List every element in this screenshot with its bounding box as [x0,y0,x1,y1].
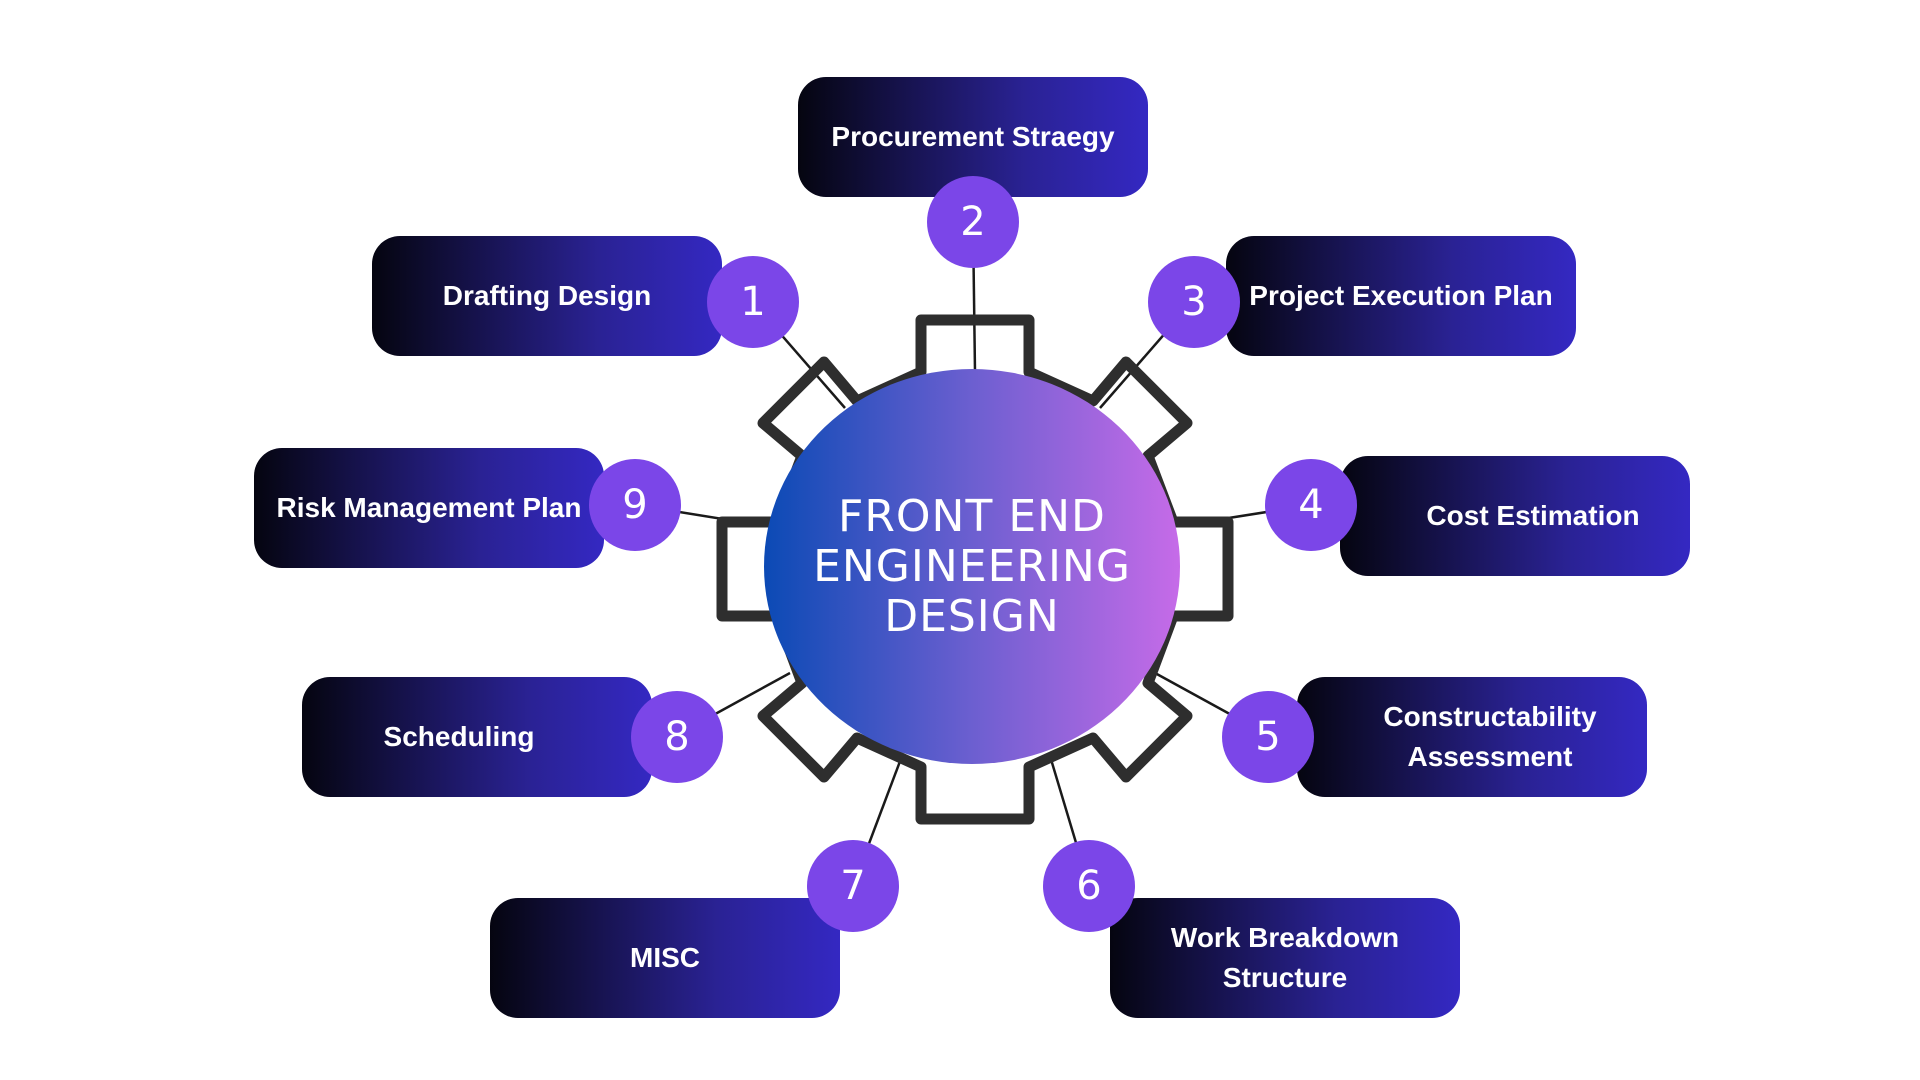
step-pill-5: Constructability Assessment [1297,677,1647,797]
step-number-2: 2 [960,199,986,245]
step-label-2: Procurement Straegy [831,121,1115,152]
step-number-8: 8 [664,714,690,760]
gear-outline [716,314,1234,825]
step-pill-4: Cost Estimation [1340,456,1690,576]
step-label-5: Constructability Assessment [1383,701,1597,772]
step-badge-9: 9 [589,459,681,551]
step-pill-1: Drafting Design [372,236,722,356]
step-label-1: Drafting Design [442,280,652,311]
step-badge-8: 8 [631,691,723,783]
step-badge-1: 1 [707,256,799,348]
step-badge-5: 5 [1222,691,1314,783]
step-number-4: 4 [1298,482,1324,528]
step-number-6: 6 [1076,863,1102,909]
step-label-9: Risk Management Plan [276,492,582,523]
step-badge-4: 4 [1265,459,1357,551]
step-number-3: 3 [1181,279,1207,325]
step-number-1: 1 [740,279,766,325]
step-pill-6: Work Breakdown Structure [1110,898,1460,1018]
step-pill-9: Risk Management Plan [254,448,604,568]
step-number-9: 9 [622,482,648,528]
step-number-7: 7 [840,863,866,909]
step-label-7: MISC [630,942,700,973]
step-label-8: Scheduling [383,721,535,752]
center-hub: FRONT END ENGINEERING DESIGN [764,369,1180,764]
step-number-5: 5 [1255,714,1281,760]
step-label-3: Project Execution Plan [1249,280,1553,311]
step-badge-3: 3 [1148,256,1240,348]
step-badge-6: 6 [1043,840,1135,932]
step-pill-7: MISC [490,898,840,1018]
step-pill-8: Scheduling [302,677,652,797]
step-label-4: Cost Estimation [1426,500,1640,531]
hub-title: FRONT END ENGINEERING DESIGN [813,490,1131,642]
step-badge-2: 2 [927,176,1019,268]
step-label-6: Work Breakdown Structure [1170,922,1400,993]
step-pill-3: Project Execution Plan [1226,236,1576,356]
step-badge-7: 7 [807,840,899,932]
